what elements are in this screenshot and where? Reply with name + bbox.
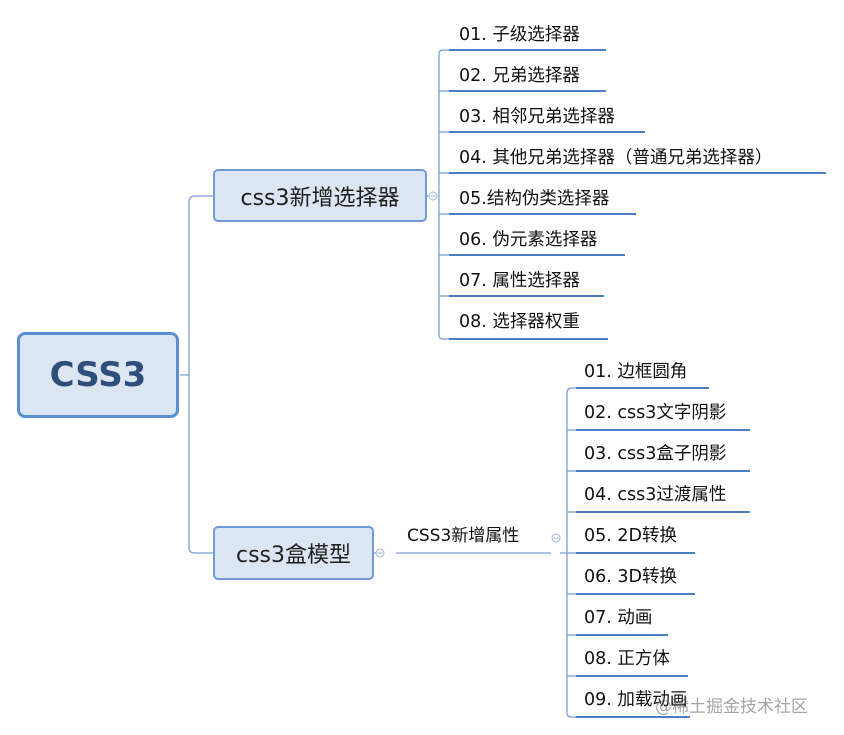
leaf-selector-adjacent[interactable]: 03. 相邻兄弟选择器 xyxy=(459,107,615,127)
leaf-transition[interactable]: 04. css3过渡属性 xyxy=(584,485,727,505)
leaf-selector-pseudo-element[interactable]: 06. 伪元素选择器 xyxy=(459,230,598,250)
leaf-3d-transform[interactable]: 06. 3D转换 xyxy=(584,567,678,587)
leaf-animation[interactable]: 07. 动画 xyxy=(584,608,653,628)
leaf-selector-general-sibling[interactable]: 04. 其他兄弟选择器（普通兄弟选择器） xyxy=(459,148,773,168)
leaf-selector-child[interactable]: 01. 子级选择器 xyxy=(459,25,580,45)
leaf-2d-transform[interactable]: 05. 2D转换 xyxy=(584,526,678,546)
leaf-border-radius[interactable]: 01. 边框圆角 xyxy=(584,362,688,382)
leaf-selector-sibling[interactable]: 02. 兄弟选择器 xyxy=(459,66,580,86)
leaf-selector-structural-pseudo[interactable]: 05.结构伪类选择器 xyxy=(459,189,610,209)
leaf-box-shadow[interactable]: 03. css3盒子阴影 xyxy=(584,444,727,464)
leaf-loading-animation[interactable]: 09. 加载动画 xyxy=(584,690,688,710)
root-node[interactable]: CSS3 xyxy=(17,332,179,418)
watermark: @稀土掘金技术社区 xyxy=(655,697,808,717)
sub-node-new-properties[interactable]: CSS3新增属性 xyxy=(407,526,520,546)
leaf-text-shadow[interactable]: 02. css3文字阴影 xyxy=(584,403,727,423)
branch-node-selectors[interactable]: css3新增选择器 xyxy=(213,169,427,222)
trunk-connector xyxy=(188,195,213,554)
leaf-cube[interactable]: 08. 正方体 xyxy=(584,649,670,669)
leaf-selector-weight[interactable]: 08. 选择器权重 xyxy=(459,312,580,332)
leaf-selector-attribute[interactable]: 07. 属性选择器 xyxy=(459,271,580,291)
branch-node-boxmodel[interactable]: css3盒模型 xyxy=(213,526,374,580)
